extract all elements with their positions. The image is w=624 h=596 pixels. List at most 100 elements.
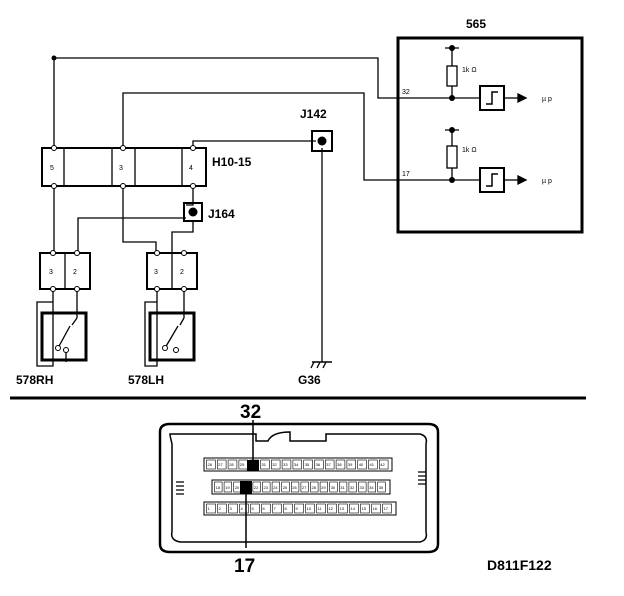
microprocessor-upper-label: µ p bbox=[542, 96, 552, 103]
connector-pin-cell bbox=[214, 481, 223, 493]
connector-pin-number: 7 bbox=[274, 506, 277, 511]
connector-pin-number: 8 bbox=[285, 506, 288, 511]
connector-pin-number: 28 bbox=[312, 485, 317, 490]
connector-pin-cell bbox=[377, 481, 386, 493]
connector-pin-cell bbox=[283, 503, 293, 514]
ground-block-label: H10-15 bbox=[212, 155, 252, 169]
junction-j164-dot bbox=[188, 207, 198, 217]
connector-pin-cell bbox=[294, 503, 304, 514]
block-pin-4: 4 bbox=[189, 165, 193, 172]
rh-connector-pin-3: 3 bbox=[49, 269, 53, 276]
switch-578rh bbox=[40, 311, 88, 362]
connector-pin-number: 27 bbox=[302, 485, 307, 490]
connector-pin-cell bbox=[303, 459, 313, 470]
connector-pin-cell bbox=[270, 459, 281, 470]
connector-pin-number: 27 bbox=[218, 462, 223, 467]
connector-pin-number: 35 bbox=[379, 485, 384, 490]
connector-pin-cell bbox=[360, 503, 370, 514]
connector-pin-cell bbox=[262, 481, 271, 493]
connector-callout-upper: 32 bbox=[240, 402, 261, 423]
connector-pin-number: 13 bbox=[340, 506, 345, 511]
connector-pin-cell bbox=[327, 503, 337, 514]
wire-j164-to-rh bbox=[77, 217, 186, 253]
connector-pin-cell bbox=[281, 481, 290, 493]
node-dot bbox=[449, 95, 455, 101]
wire-4-to-j164 bbox=[186, 186, 194, 206]
microprocessor-lower-label: µ p bbox=[542, 178, 552, 185]
connector-pin-cell bbox=[357, 459, 367, 470]
connector-pin-cell bbox=[206, 459, 216, 470]
rh-connector-pin-2: 2 bbox=[73, 269, 77, 276]
connector-pin-number: 18 bbox=[216, 485, 221, 490]
connector-pin-number: 39 bbox=[348, 462, 353, 467]
connector-pin-number: 34 bbox=[294, 462, 299, 467]
ecu-box bbox=[396, 36, 584, 234]
connector-pin-cell bbox=[371, 503, 381, 514]
connector-pin-number: 4 bbox=[241, 506, 244, 511]
connector-pin-number: 6 bbox=[263, 506, 266, 511]
supply-dot bbox=[449, 127, 455, 133]
connector-pin-cell bbox=[324, 459, 335, 470]
ground-symbol-g36 bbox=[310, 361, 332, 369]
block-pin-5: 5 bbox=[50, 165, 54, 172]
connector-pin-number: 15 bbox=[362, 506, 367, 511]
connector-pin-cell bbox=[292, 459, 302, 470]
connector-pin-number: 33 bbox=[360, 485, 365, 490]
connector-pin-number: 11 bbox=[318, 506, 323, 511]
connector-pin-number: 9 bbox=[296, 506, 299, 511]
wire-pin5-to-ecu32 bbox=[53, 57, 456, 148]
connector-pin-cell bbox=[305, 503, 315, 514]
resistor-upper-label: 1k Ω bbox=[462, 67, 477, 74]
connector-pin-number: 22 bbox=[254, 485, 259, 490]
switch-578lh bbox=[148, 311, 196, 362]
connector-pin-cell bbox=[271, 481, 281, 493]
connector-pin-number: 42 bbox=[380, 462, 385, 467]
connector-pin-number: 26 bbox=[208, 462, 213, 467]
connector-pin-number: 30 bbox=[331, 485, 336, 490]
connector-pin-cell bbox=[227, 459, 238, 470]
connector-pin-cell bbox=[378, 459, 389, 470]
connector-pin-cell bbox=[260, 459, 270, 470]
connector-pin-cell bbox=[281, 459, 292, 470]
connector-pin-grid: 2627282930313233343536373839404142181920… bbox=[206, 459, 392, 514]
connector-pin-number: 40 bbox=[359, 462, 364, 467]
connector-pin-cell bbox=[252, 481, 261, 493]
ecu-pin-17: 17 bbox=[402, 171, 410, 178]
connector-pin-number: 26 bbox=[292, 485, 297, 490]
connector-pin-number: 2 bbox=[219, 506, 222, 511]
connector-pin-number: 31 bbox=[340, 485, 345, 490]
junction-j142-dot bbox=[317, 136, 327, 146]
ecu-pin-32: 32 bbox=[402, 89, 410, 96]
connector-pin-number: 29 bbox=[240, 462, 245, 467]
connector-pin-number: 37 bbox=[326, 462, 331, 467]
connector-pin-number: 19 bbox=[225, 485, 230, 490]
connector-pin-number: 20 bbox=[235, 485, 240, 490]
pin-32-marker bbox=[247, 460, 259, 471]
connector-pin-number: 41 bbox=[370, 462, 375, 467]
connector-pin-cell bbox=[217, 459, 227, 470]
connector-pin-cell bbox=[300, 481, 309, 493]
connector-pin-cell bbox=[206, 503, 216, 514]
ecu-input-lower bbox=[445, 129, 528, 193]
lh-connector-pin-3: 3 bbox=[154, 269, 158, 276]
ecu-input-upper bbox=[445, 47, 528, 111]
connector-pin-number: 36 bbox=[316, 462, 321, 467]
block-pin-3: 3 bbox=[119, 165, 123, 172]
connector-pin-number: 38 bbox=[337, 462, 342, 467]
wire-pin4-to-j142 bbox=[192, 140, 316, 148]
connector-pin-cell bbox=[367, 481, 377, 493]
connector-pin-cell bbox=[338, 481, 348, 493]
node-dot bbox=[51, 55, 57, 61]
node-dot bbox=[449, 177, 455, 183]
resistor-lower-label: 1k Ω bbox=[462, 147, 477, 154]
connector-pin-number: 29 bbox=[321, 485, 326, 490]
ecu-connector bbox=[158, 422, 440, 554]
connector-pin-number: 16 bbox=[373, 506, 378, 511]
connector-pin-number: 10 bbox=[307, 506, 312, 511]
connector-pin-number: 12 bbox=[329, 506, 334, 511]
connector-callout-lower: 17 bbox=[234, 556, 255, 577]
ground-label: G36 bbox=[298, 373, 321, 387]
connector-pin-number: 35 bbox=[305, 462, 310, 467]
connector-pin-cell bbox=[272, 503, 282, 514]
